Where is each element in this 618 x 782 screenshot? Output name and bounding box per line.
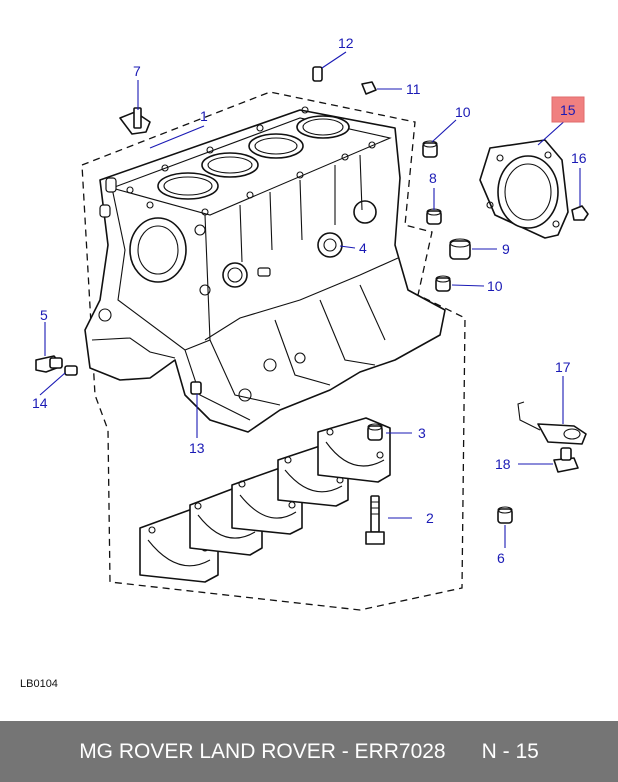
exploded-parts-diagram: 1 2 3 4 5 6 7 8 9 10 10 11 12 13 14 15 1…	[32, 35, 589, 611]
cylinder-block[interactable]	[84, 106, 446, 433]
callout-8[interactable]: 8	[429, 170, 437, 186]
callout-11[interactable]: 11	[406, 81, 421, 97]
callout-9[interactable]: 9	[502, 241, 510, 257]
bolt-main-cap[interactable]	[365, 495, 385, 545]
callouts: 1 2 3 4 5 6 7 8 9 10 10 11 12 13 14 15 1…	[32, 35, 587, 566]
highlight-box	[551, 96, 585, 123]
callout-10-lower[interactable]: 10	[487, 278, 503, 294]
callout-12[interactable]: 12	[338, 35, 354, 51]
dowel-10-lower[interactable]	[435, 275, 451, 292]
callout-6[interactable]: 6	[497, 550, 505, 566]
dowel-13[interactable]	[190, 381, 202, 395]
footer-page: N - 15	[481, 739, 539, 763]
washer-14[interactable]	[64, 365, 78, 376]
drawing-code: LB0104	[20, 678, 58, 690]
callout-4[interactable]: 4	[359, 240, 367, 256]
bolt-18[interactable]	[553, 447, 579, 473]
footer-brand: MG ROVER LAND ROVER - ERR7028	[79, 739, 446, 763]
callout-13[interactable]: 13	[189, 440, 205, 456]
callout-14[interactable]: 14	[32, 395, 48, 411]
bolt-16[interactable]	[571, 205, 589, 221]
callout-18[interactable]: 18	[495, 456, 511, 472]
plug-6[interactable]	[497, 506, 513, 524]
footer-bar: MG ROVER LAND ROVER - ERR7028 N - 15	[0, 721, 618, 782]
dowel-10-upper[interactable]	[422, 140, 438, 158]
callout-7[interactable]: 7	[133, 63, 141, 79]
main-bearing-caps[interactable]	[139, 417, 391, 583]
drain-plug-5[interactable]	[35, 355, 63, 373]
callout-5[interactable]: 5	[40, 307, 48, 323]
callout-3[interactable]: 3	[418, 425, 426, 441]
bolt-7[interactable]	[119, 107, 151, 135]
callout-10-upper[interactable]: 10	[455, 104, 471, 120]
knock-sensor[interactable]	[517, 401, 587, 445]
dowel-8[interactable]	[426, 208, 442, 225]
callout-17[interactable]: 17	[555, 359, 571, 375]
callout-2[interactable]: 2	[426, 510, 434, 526]
dowel-sleeve[interactable]	[367, 423, 383, 441]
dowel-12[interactable]	[312, 66, 323, 82]
callout-1[interactable]: 1	[200, 108, 208, 124]
callout-15[interactable]: 15	[560, 102, 576, 118]
plug-11[interactable]	[361, 81, 377, 95]
rear-oil-seal-housing[interactable]	[479, 139, 569, 239]
core-plug-9[interactable]	[449, 238, 471, 260]
callout-16[interactable]: 16	[571, 150, 587, 166]
cylinder-block-group-outline	[81, 91, 466, 611]
